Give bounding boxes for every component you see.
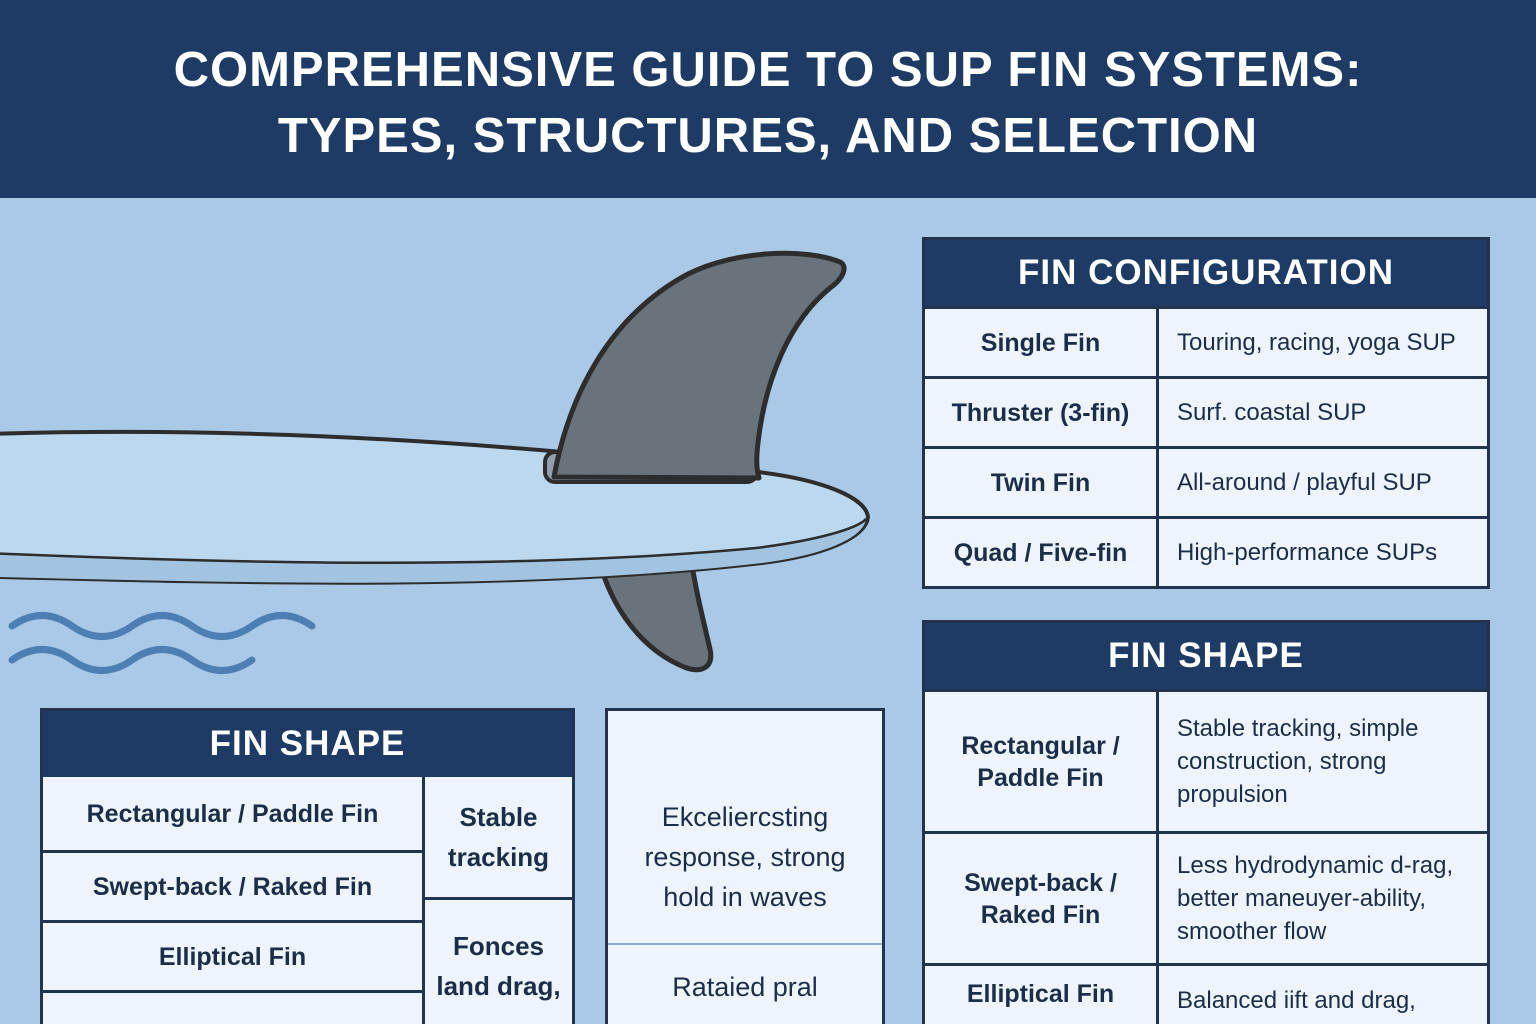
fin-shape-left-header: FIN SHAPE xyxy=(43,711,572,777)
fin-shape-table-right: FIN SHAPE Rectangular / Paddle Fin Stabl… xyxy=(922,620,1490,1024)
table-row: Rectangular / Paddle Fin Stable tracking… xyxy=(925,689,1487,831)
fin-shape-desc: Stable tracking, simple construction, st… xyxy=(1177,715,1419,808)
title-banner: COMPREHENSIVE GUIDE TO SUP FIN SYSTEMS: … xyxy=(0,0,1536,198)
fin-notes-panel: Ekceliercsting response, strong hold in … xyxy=(605,708,885,1024)
fin-shape-left-body: Rectangular / Paddle Fin Swept-back / Ra… xyxy=(43,777,572,1024)
fin-config-use: High-performance SUPs xyxy=(1177,539,1438,566)
fin-shape-desc: Balanced iift and drag, xyxy=(1177,987,1416,1014)
fin-shape-desc: Fonces land drag, xyxy=(425,897,572,1024)
fin-config-use: Touring, racing, yoga SUP xyxy=(1177,329,1456,356)
fin-shape-right-header: FIN SHAPE xyxy=(925,623,1487,689)
fin-main xyxy=(551,250,847,481)
fin-configuration-header: FIN CONFIGURATION xyxy=(925,240,1487,306)
fin-config-type: Single Fin xyxy=(925,309,1159,376)
table-row: Quad / Five-fin High-performance SUPs xyxy=(925,516,1487,586)
table-row: Elliptical Fin Balanced iift and drag, xyxy=(925,963,1487,1024)
fin-shape-table-left: FIN SHAPE Rectangular / Paddle Fin Swept… xyxy=(40,708,575,1024)
fin-configuration-table: FIN CONFIGURATION Single Fin Touring, ra… xyxy=(922,237,1490,589)
fin-config-type: Thruster (3-fin) xyxy=(925,379,1159,446)
note-text: Rataied pral xyxy=(672,972,818,1002)
note-divider xyxy=(608,943,882,945)
fin-shape-type: Elliptical Fin xyxy=(43,920,422,990)
fin-shape-type: Swept-back / Raked Fin xyxy=(925,834,1159,963)
fin-config-type: Twin Fin xyxy=(925,449,1159,516)
fin-shape-type: Swept-back / Raked Fin xyxy=(43,850,422,920)
main-title-line1: COMPREHENSIVE GUIDE TO SUP FIN SYSTEMS: xyxy=(173,43,1363,97)
board-rail-line xyxy=(0,518,867,565)
fin-shape-left-types-column: Rectangular / Paddle Fin Swept-back / Ra… xyxy=(43,777,425,1024)
fin-config-type: Quad / Five-fin xyxy=(925,519,1159,586)
note-text: Ekceliercsting response, strong hold in … xyxy=(644,802,846,912)
fin-config-use: Surf. coastal SUP xyxy=(1177,399,1367,426)
main-title-line2: TYPES, STRUCTURES, AND SELECTION xyxy=(277,109,1259,163)
table-row: Thruster (3-fin) Surf. coastal SUP xyxy=(925,376,1487,446)
fin-shape-type: Elliptical Fin xyxy=(925,966,1159,1024)
wave-line-2 xyxy=(8,646,256,674)
fin-shape-type: Surf / Thruster Fin xyxy=(43,990,422,1024)
fin-shape-type: Rectangular / Paddle Fin xyxy=(86,799,379,828)
fin-shape-left-descs-column: Stable tracking Fonces land drag, xyxy=(425,777,572,1024)
table-row: Single Fin Touring, racing, yoga SUP xyxy=(925,306,1487,376)
wave-line-1 xyxy=(8,612,316,640)
fin-shape-type: Rectangular / Paddle Fin xyxy=(925,692,1159,831)
board-rail xyxy=(0,519,866,583)
fin-config-use: All-around / playful SUP xyxy=(1177,469,1432,496)
sup-board-illustration xyxy=(0,250,871,674)
table-row: Twin Fin All-around / playful SUP xyxy=(925,446,1487,516)
fin-shape-desc: Less hydrodynamic d-rag, better maneuyer… xyxy=(1177,852,1454,945)
table-row: Swept-back / Raked Fin Less hydrodynamic… xyxy=(925,831,1487,963)
fin-shape-desc: Stable tracking xyxy=(447,802,550,872)
fin-lower-tip xyxy=(593,545,714,673)
